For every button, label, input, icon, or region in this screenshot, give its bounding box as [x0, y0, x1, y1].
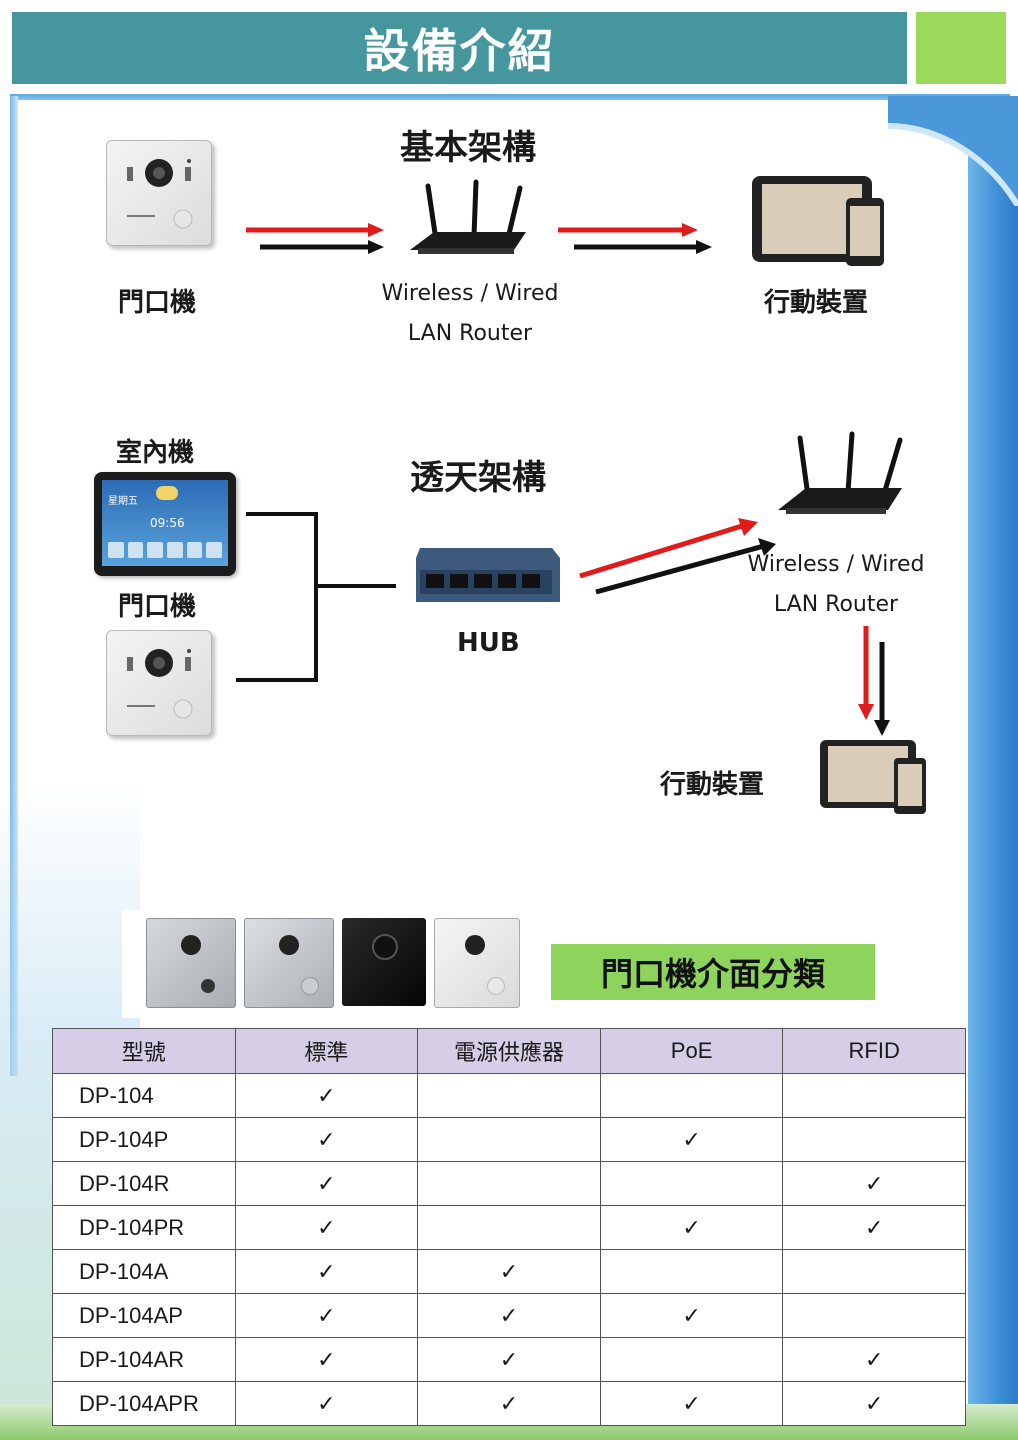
frame-corner-curve [888, 96, 1018, 206]
arrow-router-to-mobile [558, 223, 712, 254]
model-cell: DP-104APR [52, 1381, 236, 1426]
model-cell: DP-104 [52, 1073, 236, 1118]
tablet-phone-icon [752, 176, 884, 266]
standard-cell: ✓ [234, 1249, 419, 1294]
standard-cell: ✓ [234, 1161, 419, 1206]
door-model-silver [244, 918, 334, 1008]
indoor-screen-app-row [108, 542, 223, 558]
indoor-screen-day: 星期五 [108, 496, 138, 507]
model-cell: DP-104AR [52, 1337, 236, 1382]
router-label-line-2: LAN Router [407, 321, 533, 346]
rfid-cell [782, 1117, 966, 1162]
standard-cell: ✓ [234, 1337, 419, 1382]
router-label-line-1: Wireless / Wired [381, 281, 559, 306]
model-cell: DP-104R [52, 1161, 236, 1206]
model-cell: DP-104A [52, 1249, 236, 1294]
bracket-connector-lines [236, 512, 396, 682]
header-standard: 標準 [234, 1028, 419, 1074]
rfid-cell: ✓ [782, 1205, 966, 1250]
poe-cell: ✓ [599, 1117, 784, 1162]
poe-cell: ✓ [599, 1381, 784, 1426]
hub-label: HUB [457, 628, 520, 658]
power-cell: ✓ [417, 1381, 601, 1426]
hub-switch-icon [416, 548, 560, 602]
model-cell: DP-104AP [52, 1293, 236, 1338]
router-label-2-line-1: Wireless / Wired [747, 552, 925, 577]
poe-cell [599, 1249, 784, 1294]
rfid-cell [782, 1249, 966, 1294]
header-power-supply: 電源供應器 [417, 1028, 601, 1074]
table-row: DP-104AP ✓ ✓ ✓ [52, 1293, 966, 1338]
power-cell: ✓ [417, 1249, 601, 1294]
mobile-device-label-2: 行動裝置 [660, 770, 765, 800]
power-cell: ✓ [417, 1293, 601, 1338]
router-label-2-line-2: LAN Router [773, 592, 899, 617]
table-row: DP-104AR ✓ ✓ ✓ [52, 1337, 966, 1382]
arrow-door-to-router [246, 223, 384, 254]
model-cell: DP-104PR [52, 1205, 236, 1250]
poe-cell [599, 1073, 784, 1118]
power-cell [417, 1205, 601, 1250]
weather-icon [156, 486, 178, 500]
rfid-cell [782, 1073, 966, 1118]
door-station-icon-2 [106, 630, 212, 736]
router-icon [410, 179, 526, 254]
table-row: DP-104R ✓ ✓ [52, 1161, 966, 1206]
standard-cell: ✓ [234, 1117, 419, 1162]
indoor-monitor-icon: 星期五 09:56 [94, 472, 236, 576]
frame-top-border [10, 94, 1010, 102]
table-row: DP-104 ✓ [52, 1073, 966, 1118]
standard-cell: ✓ [234, 1381, 419, 1426]
door-model-silver-rfid [146, 918, 236, 1008]
standard-cell: ✓ [234, 1205, 419, 1250]
indoor-screen-time: 09:56 [150, 516, 185, 530]
door-station-label-2: 門口機 [118, 592, 197, 622]
arrow-hub-to-router [579, 518, 776, 595]
standard-cell: ✓ [234, 1073, 419, 1118]
arrow-router-to-mobile-2 [858, 626, 890, 736]
poe-cell [599, 1337, 784, 1382]
poe-cell [599, 1161, 784, 1206]
header-poe: PoE [599, 1028, 784, 1074]
indoor-monitor-screen: 星期五 09:56 [102, 480, 228, 566]
table-row: DP-104PR ✓ ✓ ✓ [52, 1205, 966, 1250]
mobile-device-label: 行動裝置 [764, 288, 869, 318]
door-station-icon [106, 140, 212, 246]
tablet-phone-icon-2 [820, 740, 926, 814]
door-interface-table: 型號 標準 電源供應器 PoE RFID DP-104 ✓ DP-104P ✓ … [52, 1028, 966, 1426]
page-title: 設備介紹 [363, 24, 556, 78]
classification-title: 門口機介面分類 [600, 955, 825, 993]
table-row: DP-104P ✓ ✓ [52, 1117, 966, 1162]
table-header-row: 型號 標準 電源供應器 PoE RFID [52, 1028, 966, 1074]
power-cell [417, 1161, 601, 1206]
header-accent-block [916, 12, 1006, 84]
table-row: DP-104A ✓ ✓ [52, 1249, 966, 1294]
indoor-unit-label: 室內機 [116, 438, 195, 468]
header-model: 型號 [52, 1028, 236, 1074]
rfid-cell: ✓ [782, 1161, 966, 1206]
townhouse-architecture-title: 透天架構 [410, 458, 546, 498]
classification-label-bg [551, 944, 875, 1000]
power-cell [417, 1073, 601, 1118]
header-bar [12, 12, 907, 84]
frame-left-border [10, 96, 18, 1076]
poe-cell: ✓ [599, 1205, 784, 1250]
power-cell [417, 1117, 601, 1162]
poe-cell: ✓ [599, 1293, 784, 1338]
power-cell: ✓ [417, 1337, 601, 1382]
basic-architecture-title: 基本架構 [400, 128, 536, 168]
model-cell: DP-104P [52, 1117, 236, 1162]
rfid-cell [782, 1293, 966, 1338]
product-photo-strip [122, 910, 532, 1018]
frame-right-border [968, 96, 1018, 1440]
door-station-label: 門口機 [118, 288, 197, 318]
rfid-cell: ✓ [782, 1337, 966, 1382]
rfid-cell: ✓ [782, 1381, 966, 1426]
door-model-black [342, 918, 426, 1006]
router-icon-2 [778, 431, 903, 514]
door-model-white [434, 918, 520, 1008]
header-rfid: RFID [782, 1028, 966, 1074]
standard-cell: ✓ [234, 1293, 419, 1338]
table-row: DP-104APR ✓ ✓ ✓ ✓ [52, 1381, 966, 1426]
